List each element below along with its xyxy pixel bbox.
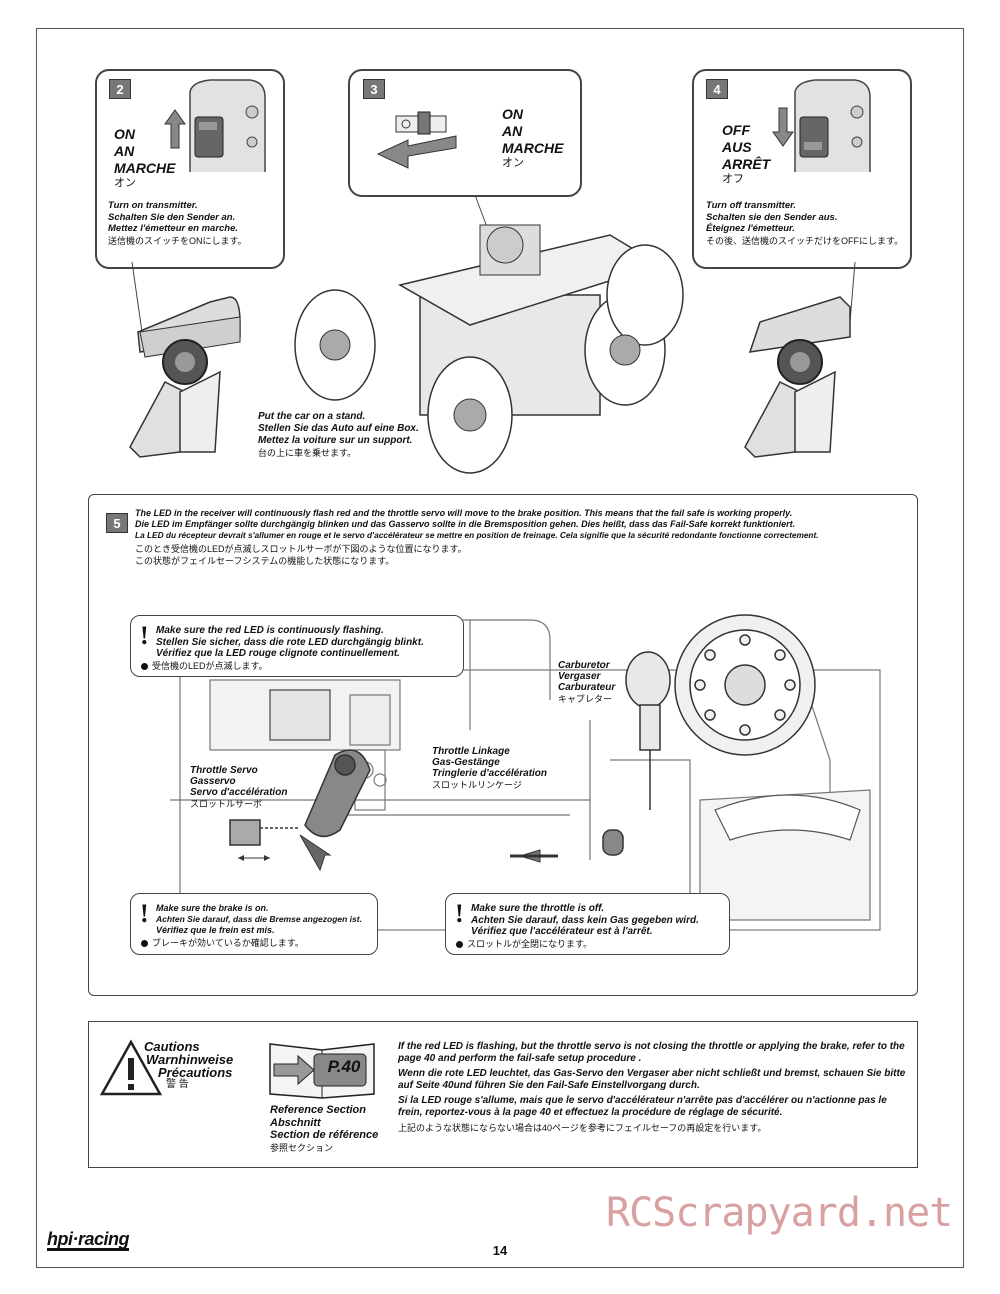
transmitter-top-illustration xyxy=(189,79,266,172)
step4-number: 4 xyxy=(706,79,728,99)
step3-number: 3 xyxy=(363,79,385,99)
caution-triangle-icon xyxy=(99,1039,163,1096)
step3-action: ON AN MARCHE オン xyxy=(502,106,564,169)
car-on-stand-illustration xyxy=(294,194,684,474)
brake-warning-box xyxy=(130,893,378,955)
led-warning-jp: 受信機のLEDが点滅します。 xyxy=(141,660,268,672)
step2-number: 2 xyxy=(109,79,131,99)
throttle-warning-box xyxy=(445,893,730,955)
throttle-warning-jp: スロットルが全閉になります。 xyxy=(456,938,592,950)
throttle-servo-label: Throttle Servo Gasservo Servo d'accéléra… xyxy=(190,765,288,809)
warning-icon: ! xyxy=(140,621,149,650)
arrow-down-icon xyxy=(772,107,794,147)
warning-icon: ! xyxy=(140,899,149,928)
step4-action: OFF AUS ARRÊT オフ xyxy=(722,122,771,185)
reference-title: Reference Section Abschnitt Section de r… xyxy=(270,1104,379,1153)
book-icon xyxy=(269,1043,375,1099)
reference-page: P.40 xyxy=(327,1057,361,1076)
step5-text: The LED in the receiver will continuousl… xyxy=(135,508,819,566)
cautions-title: Cautions Warnhinweise Précautions 警 告 xyxy=(144,1039,234,1090)
hpi-racing-logo: hpi·racing xyxy=(47,1229,130,1251)
brake-warning-jp: ブレーキが効いているか確認します。 xyxy=(141,937,304,949)
arrow-up-icon xyxy=(164,109,186,149)
transmitter-left-illustration xyxy=(129,261,241,458)
step5-panel xyxy=(88,494,918,996)
step2-caption: Turn on transmitter. Schalten Sie den Se… xyxy=(108,200,247,246)
cautions-text: If the red LED is flashing, but the thro… xyxy=(398,1041,906,1133)
step4-caption: Turn off transmitter. Schalten sie den S… xyxy=(706,200,904,246)
throttle-linkage-label: Throttle Linkage Gas-Gestänge Tringlerie… xyxy=(432,746,548,790)
step5-number: 5 xyxy=(106,513,128,533)
throttle-warning-text: Make sure the throttle is off. Achten Si… xyxy=(471,903,699,937)
brake-warning-text: Make sure the brake is on. Achten Sie da… xyxy=(156,903,362,935)
step2-action: ON AN MARCHE オン xyxy=(114,126,176,189)
warning-icon: ! xyxy=(455,899,464,928)
watermark: RCScrapyard.net xyxy=(606,1190,953,1236)
led-warning-text: Make sure the red LED is continuously fl… xyxy=(156,625,424,659)
transmitter-top-right-illustration xyxy=(794,79,871,172)
step3-callout xyxy=(348,69,582,197)
led-warning-box xyxy=(130,615,464,677)
throttle-servo-illustration xyxy=(170,614,881,931)
transmitter-right-illustration xyxy=(744,261,856,458)
carburetor-label: Carburetor Vergaser Carburateur キャブレター xyxy=(558,660,616,704)
step3-stand-caption: Put the car on a stand. Stellen Sie das … xyxy=(258,411,419,458)
cautions-panel xyxy=(88,1021,918,1168)
page-number: 14 xyxy=(492,1243,508,1258)
page-frame xyxy=(36,28,964,1268)
receiver-switch-illustration xyxy=(376,111,457,169)
